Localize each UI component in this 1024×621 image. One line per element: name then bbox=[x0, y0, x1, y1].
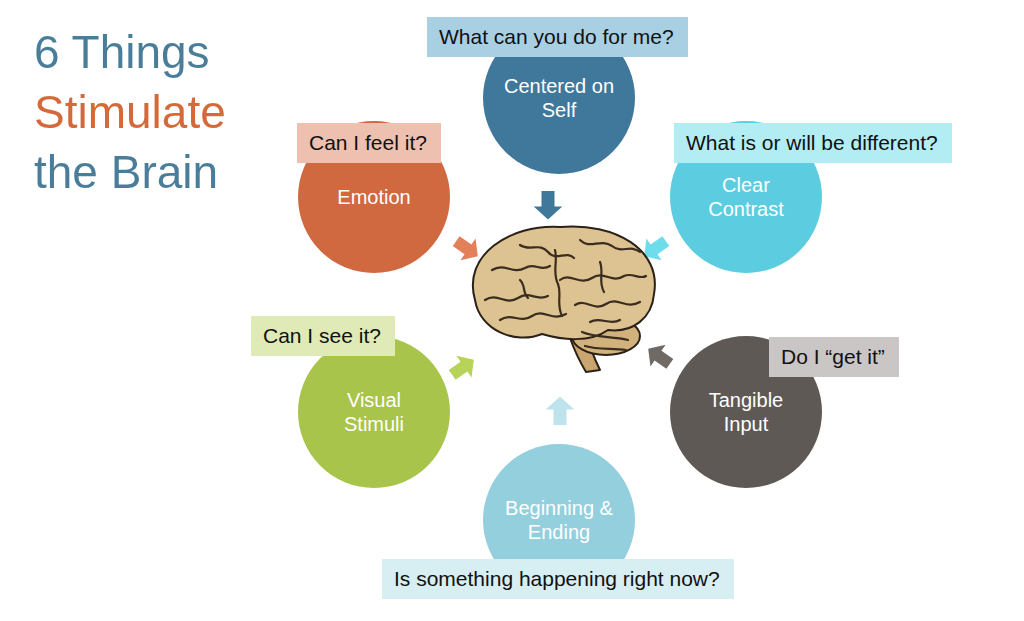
block-arrow bbox=[445, 349, 482, 386]
callout-text: Can I feel it? bbox=[297, 123, 441, 162]
circle-shape bbox=[670, 121, 822, 273]
question-callout: What can you do for me? bbox=[427, 17, 688, 57]
stimulus-circle: Visual Stimuli bbox=[298, 336, 450, 488]
callout-text: What can you do for me? bbox=[427, 17, 688, 56]
block-arrows bbox=[445, 191, 678, 425]
circle-shape bbox=[483, 22, 635, 174]
circle-label: Clear Contrast bbox=[696, 173, 796, 221]
block-arrow bbox=[546, 396, 575, 425]
circle-label: Beginning & Ending bbox=[504, 496, 614, 544]
block-arrow bbox=[534, 191, 563, 220]
callout-text: Do I “get it” bbox=[769, 337, 899, 376]
question-callout: Is something happening right now? bbox=[382, 559, 734, 599]
circle-shape bbox=[298, 336, 450, 488]
diagram-title: 6 Things Stimulate the Brain bbox=[34, 22, 274, 202]
brain-folds bbox=[485, 240, 646, 350]
brain bbox=[473, 226, 655, 372]
circle-label: Emotion bbox=[337, 185, 410, 209]
circle-label: Tangible Input bbox=[696, 388, 796, 436]
callout-text: Is something happening right now? bbox=[382, 559, 734, 598]
circle-shape bbox=[298, 121, 450, 273]
circle-label: Centered on Self bbox=[499, 74, 619, 122]
circle-label: Visual Stimuli bbox=[326, 388, 422, 436]
question-callout: Can I feel it? bbox=[297, 123, 441, 163]
question-callout: Can I see it? bbox=[251, 316, 395, 356]
callout-text: What is or will be different? bbox=[674, 123, 952, 162]
callout-text: Can I see it? bbox=[251, 316, 395, 355]
block-arrow bbox=[641, 338, 678, 375]
question-callout: What is or will be different? bbox=[674, 123, 952, 163]
circle-outline bbox=[298, 336, 450, 488]
circle-shape bbox=[670, 336, 822, 488]
question-callout: Do I “get it” bbox=[769, 337, 899, 377]
